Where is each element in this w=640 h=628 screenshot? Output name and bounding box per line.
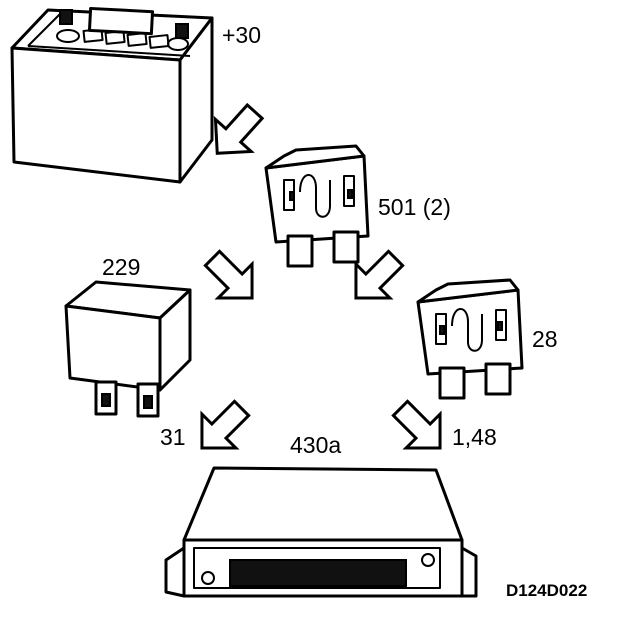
fuse-lower-label: 28	[532, 326, 558, 352]
arrow-fuse-to-fuse	[354, 249, 405, 300]
battery-label: +30	[222, 22, 262, 48]
arrow-battery-to-fuse	[213, 102, 265, 155]
fuse-upper-label: 501 (2)	[378, 194, 451, 220]
ecu-label: 430a	[290, 432, 342, 458]
drawing-code: D124D022	[506, 581, 588, 600]
ecu-pins-label: 1,48	[452, 424, 497, 450]
fuse-lower-component	[416, 278, 524, 400]
arrow-relay-to-ecu	[200, 399, 251, 450]
arrow-fuse-to-relay	[203, 249, 254, 300]
ground-label: 31	[160, 424, 186, 450]
ecu-component	[164, 466, 478, 598]
relay-label: 229	[102, 254, 141, 280]
fuse-upper-component	[264, 144, 370, 268]
battery-component	[10, 6, 214, 184]
arrow-fuse-to-ecu	[391, 399, 442, 450]
relay-component	[64, 280, 192, 418]
